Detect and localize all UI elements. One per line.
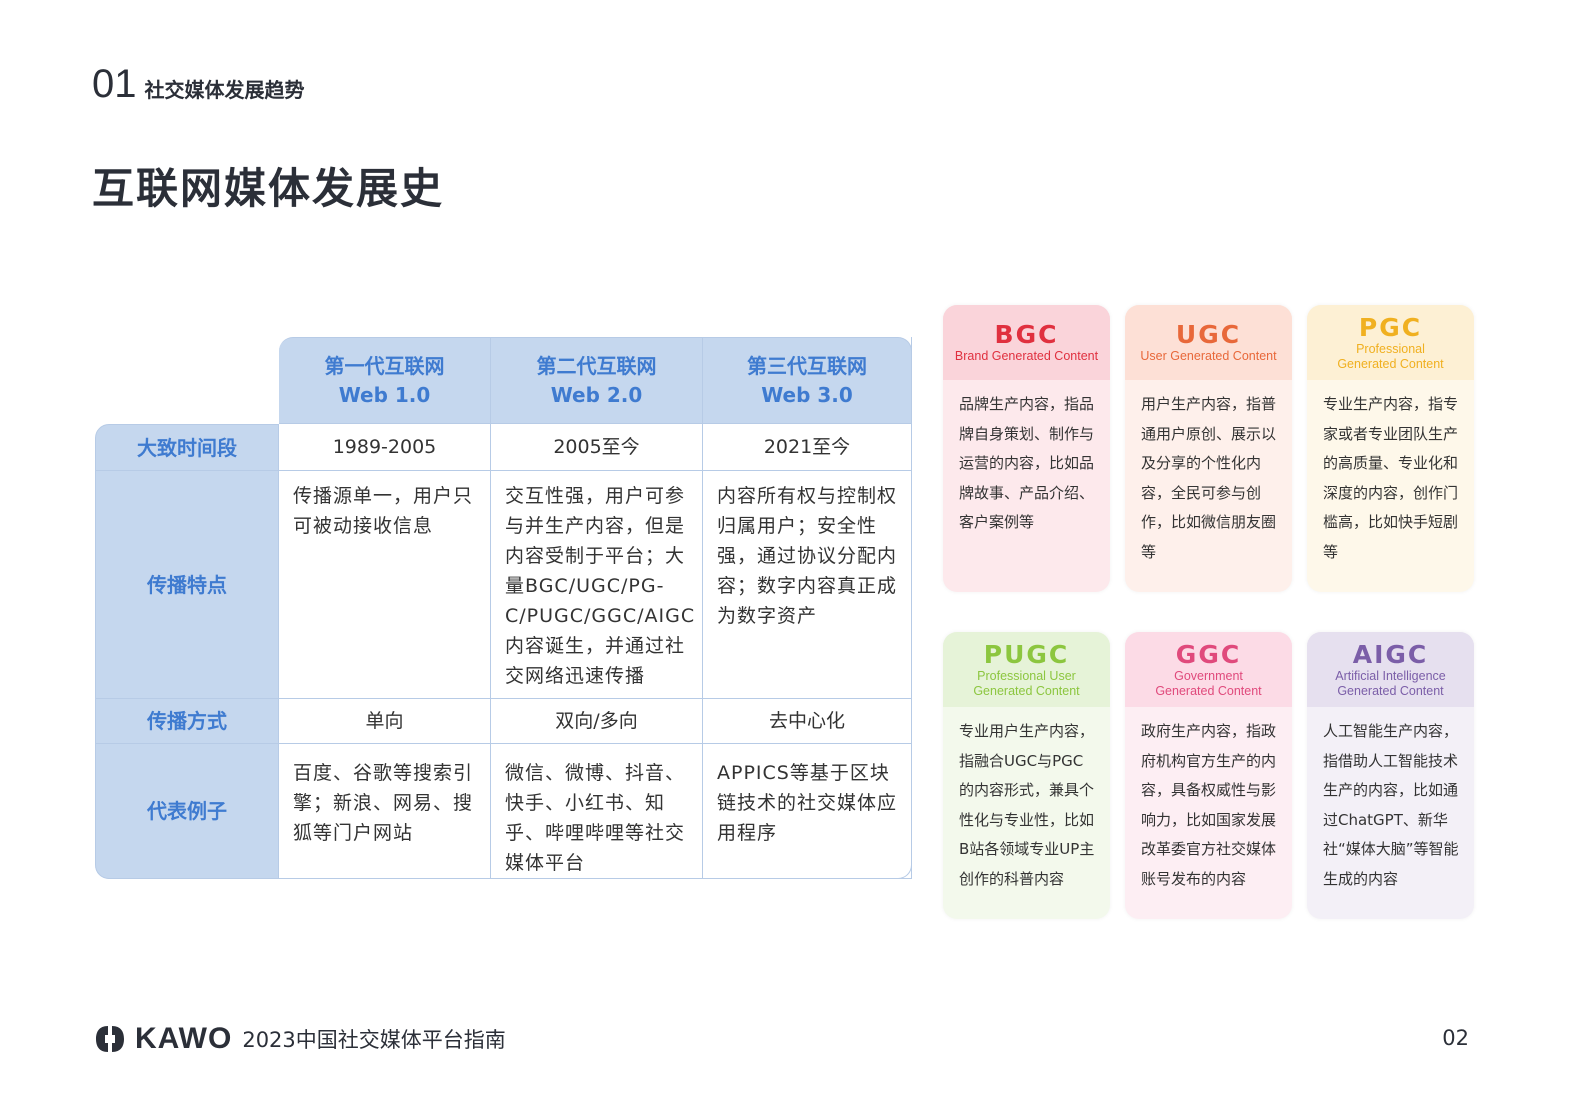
section-number: 01 — [92, 62, 137, 106]
card-abbr: GGC — [1175, 639, 1242, 669]
table-cell: 单向 — [279, 699, 491, 744]
table-cell: 内容所有权与控制权归属用户；安全性强，通过协议分配内容；数字内容真正成为数字资产 — [703, 471, 912, 699]
card-description: 专业生产内容，指专家或者专业团队生产的高质量、专业化和深度的内容，创作门槛高，比… — [1323, 395, 1459, 561]
table-cell: 1989-2005 — [279, 424, 491, 471]
footer: KAWO 2023中国社交媒体平台指南 — [95, 1022, 506, 1056]
table-cell: 去中心化 — [703, 699, 912, 744]
card-fullname: Artificial Intelligence Generated Conten… — [1335, 668, 1446, 698]
column-header-line1: 第一代互联网 — [324, 353, 445, 378]
card-fullname: Professional User Generated Content — [973, 668, 1080, 698]
row-label: 传播特点 — [95, 471, 279, 699]
card-description: 人工智能生产内容，指借助人工智能技术生产的内容，比如通过ChatGPT、新华社“… — [1323, 722, 1459, 888]
table-cell: 交互性强，用户可参与并生产内容，但是内容受制于平台；大量BGC/UGC/PG-C… — [491, 471, 703, 699]
page-title: 互联网媒体发展史 — [92, 164, 445, 213]
card-description: 用户生产内容，指普通用户原创、展示以及分享的个性化内容，全民可参与创作，比如微信… — [1141, 395, 1277, 561]
card-abbr: UGC — [1175, 320, 1242, 349]
card-description: 政府生产内容，指政府机构官方生产的内容，具备权威性与影响力，比如国家发展改革委官… — [1141, 722, 1277, 888]
table-cell: 百度、谷歌等搜索引擎；新浪、网易、搜狐等门户网站 — [279, 744, 491, 879]
kawo-logo-icon — [96, 1026, 124, 1052]
table-cell: 传播源单一，用户只可被动接收信息 — [279, 471, 491, 699]
card-fullname: User Generated Content — [1140, 349, 1277, 363]
section-title: 社交媒体发展趋势 — [144, 78, 305, 102]
row-label: 代表例子 — [95, 744, 279, 879]
row-label: 传播方式 — [95, 699, 279, 744]
column-header: 第三代互联网 Web 3.0 — [703, 337, 912, 424]
column-header-line1: 第二代互联网 — [536, 353, 657, 378]
card-fullname: Professional Generated Content — [1337, 341, 1444, 371]
column-header-line2: Web 3.0 — [761, 382, 853, 407]
web-history-table: 第一代互联网 Web 1.0 第二代互联网 Web 2.0 第三代互联网 Web 3.0 大… — [95, 337, 912, 879]
column-header-line2: Web 1.0 — [338, 382, 431, 407]
row-label: 大致时间段 — [95, 424, 279, 471]
table-cell: 2021至今 — [703, 424, 912, 471]
table-cell: APPICS等基于区块链技术的社交媒体应用程序 — [703, 744, 912, 879]
card-description: 专业用户生产内容，指融合UGC与PGC的内容形式，兼具个性化与专业性，比如B站各… — [959, 722, 1095, 888]
page-number: 02 — [1442, 1026, 1469, 1050]
footer-title: 2023中国社交媒体平台指南 — [242, 1028, 506, 1052]
card-abbr: BGC — [994, 320, 1059, 349]
column-header: 第一代互联网 Web 1.0 — [279, 337, 491, 424]
card-fullname: Government Generated Content — [1155, 668, 1262, 698]
table-cell: 2005至今 — [491, 424, 703, 471]
column-header-line2: Web 2.0 — [550, 382, 643, 407]
table-cell: 微信、微博、抖音、快手、小红书、知乎、哔哩哔哩等社交媒体平台 — [491, 744, 703, 879]
table-cell: 双向/多向 — [491, 699, 703, 744]
card-abbr: PGC — [1358, 312, 1423, 342]
section-heading: 01 社交媒体发展趋势 — [92, 62, 305, 107]
column-header: 第二代互联网 Web 2.0 — [491, 337, 703, 424]
column-header-line1: 第三代互联网 — [747, 353, 867, 378]
kawo-logo-text: KAWO — [135, 1022, 233, 1055]
card-fullname: Brand Generated Content — [954, 349, 1099, 363]
card-description: 品牌生产内容，指品牌自身策划、制作与运营的内容，比如品牌故事、产品介绍、客户案例… — [959, 395, 1095, 531]
card-abbr: PUGC — [983, 639, 1070, 669]
card-abbr: AIGC — [1352, 639, 1429, 669]
